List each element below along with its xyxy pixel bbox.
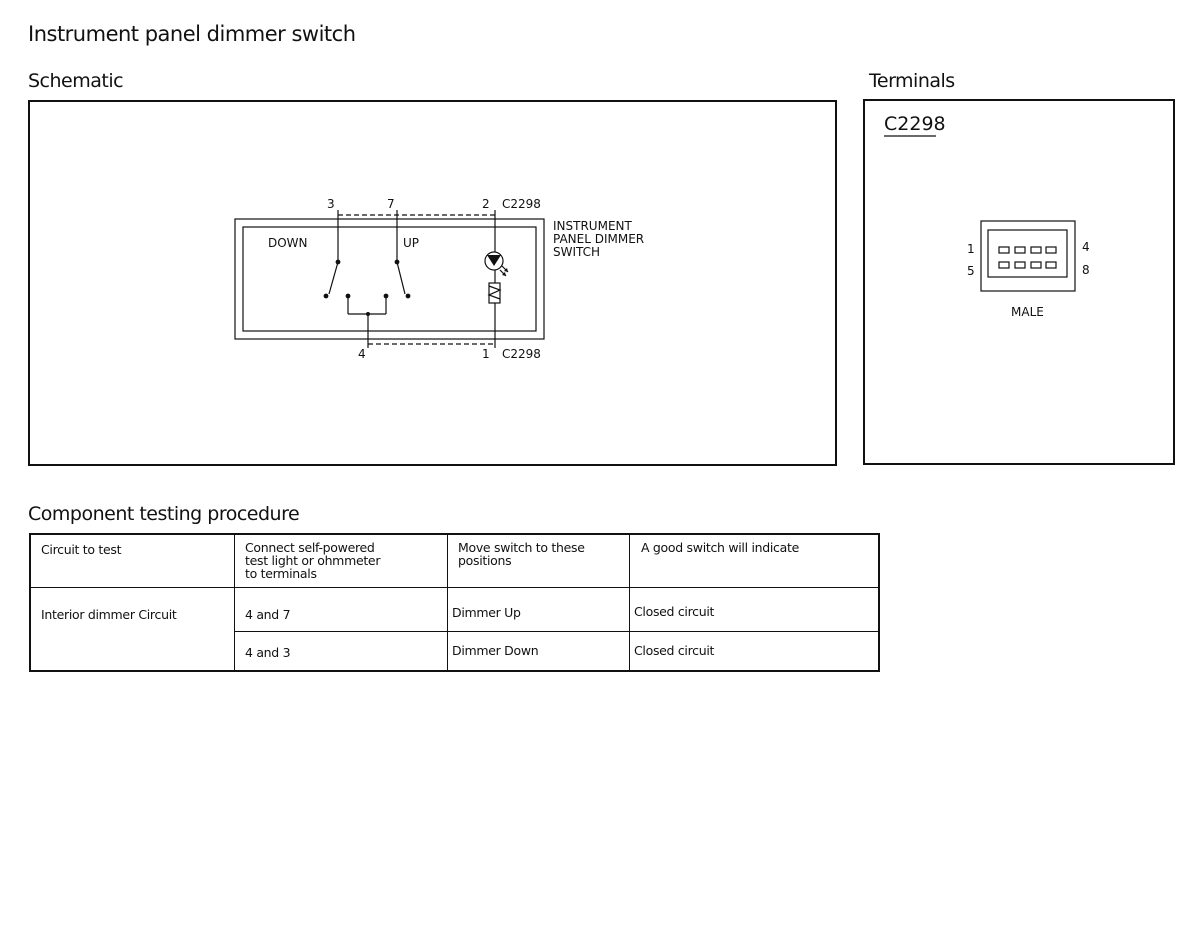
table-header-position: Move switch to these positions: [458, 540, 585, 568]
terminal-slot: [1045, 261, 1057, 269]
terminal-slot: [1030, 261, 1042, 269]
terminal-pin-label-8: 8: [1082, 263, 1090, 277]
connector-gender-label: MALE: [1011, 305, 1044, 319]
pin-label-2: 2: [482, 197, 490, 211]
table-header-result: A good switch will indicate: [641, 540, 799, 555]
table-cell-position: Dimmer Up: [452, 605, 521, 620]
table-divider: [629, 535, 630, 670]
contact-dot-3: [383, 293, 389, 299]
junction-dot: [366, 312, 370, 316]
schematic-diagram: 3 7 2 C2298 DOWN UP INSTRUMENT PANEL DIM…: [234, 197, 644, 361]
terminals-panel: C2298 1 5 4 8 MALE: [863, 99, 1175, 465]
table-cell-result: Closed circuit: [634, 643, 715, 658]
label-down: DOWN: [268, 236, 308, 250]
procedure-heading: Component testing procedure: [28, 503, 300, 525]
terminal-slot: [1014, 246, 1026, 254]
terminal-slot: [1014, 261, 1026, 269]
resistor-zigzag: [487, 285, 502, 300]
table-divider: [31, 587, 878, 588]
light-arrow-2: [502, 272, 506, 276]
switch-housing-outer: [234, 218, 545, 340]
terminals-heading: Terminals: [869, 70, 955, 92]
pin-label-3: 3: [327, 197, 335, 211]
component-label-line-2: PANEL DIMMER: [553, 232, 644, 246]
contact-dot-4: [405, 293, 411, 299]
table-cell-position: Dimmer Down: [452, 643, 539, 658]
procedure-table: Circuit to test Connect self-powered tes…: [29, 533, 880, 672]
label-up: UP: [403, 236, 419, 250]
connector-body: [980, 220, 1076, 292]
pin-label-7: 7: [387, 197, 395, 211]
lamp-triangle: [487, 255, 501, 266]
connector-face-diagram: C2298 1 5 4 8 MALE: [884, 113, 1090, 319]
schematic-heading: Schematic: [28, 70, 124, 92]
switch-housing-inner: [242, 226, 537, 332]
page-title: Instrument panel dimmer switch: [28, 22, 356, 46]
contact-dot-1: [323, 293, 329, 299]
connector-label-top: C2298: [502, 197, 541, 211]
table-divider: [234, 631, 878, 632]
table-cell-terminals: 4 and 7: [245, 607, 291, 622]
terminal-slot: [1045, 246, 1057, 254]
table-cell-terminals: 4 and 3: [245, 645, 291, 660]
terminal-slot: [1030, 246, 1042, 254]
pin-label-4: 4: [358, 347, 366, 361]
contact-dot-2: [345, 293, 351, 299]
schematic-panel: 3 7 2 C2298 DOWN UP INSTRUMENT PANEL DIM…: [28, 100, 837, 466]
lamp-circle: [484, 251, 504, 271]
switch-blade-up: [396, 261, 406, 295]
terminal-slot: [998, 246, 1010, 254]
component-label-line-1: INSTRUMENT: [553, 219, 632, 233]
table-cell-result: Closed circuit: [634, 604, 715, 619]
connector-cavity: [987, 229, 1068, 278]
pin-label-1: 1: [482, 347, 490, 361]
terminal-pin-label-5: 5: [967, 264, 975, 278]
terminal-pin-label-1: 1: [967, 242, 975, 256]
switch-blade-down: [328, 261, 339, 295]
table-cell-circuit: Interior dimmer Circuit: [41, 607, 177, 622]
terminals-connector-id: C2298: [884, 113, 946, 135]
table-header-circuit: Circuit to test: [41, 542, 122, 557]
terminal-pin-label-4: 4: [1082, 240, 1090, 254]
table-header-terminals: Connect self-powered test light or ohmme…: [245, 540, 381, 581]
terminal-slot: [998, 261, 1010, 269]
component-label-line-3: SWITCH: [553, 245, 600, 259]
connector-label-bottom: C2298: [502, 347, 541, 361]
light-arrow-1: [504, 268, 508, 272]
table-divider: [447, 535, 448, 670]
pivot-dot-down: [335, 259, 341, 265]
pivot-dot-up: [394, 259, 400, 265]
table-divider: [234, 535, 235, 670]
